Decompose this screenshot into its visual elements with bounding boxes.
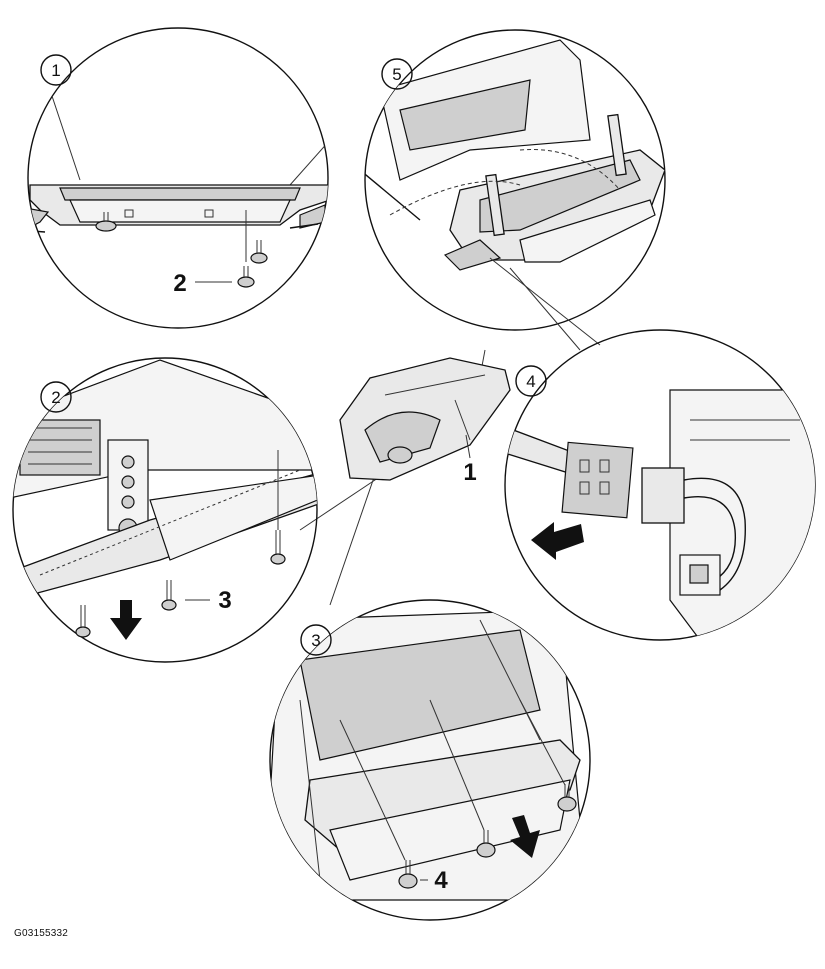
screw-icon — [75, 605, 91, 638]
screw-icon — [476, 830, 496, 858]
leader-line — [489, 257, 601, 346]
leader-line — [329, 459, 381, 606]
callout-label: 4 — [434, 867, 448, 894]
screw-icon — [557, 784, 577, 812]
step-number: 5 — [392, 65, 401, 84]
step-badge-5 — [381, 58, 413, 90]
step-badge-2 — [40, 381, 72, 413]
detail-circle-2: 2 3 — [12, 357, 318, 663]
detail-circle-1: 1 2 — [27, 27, 329, 329]
step-number: 1 — [51, 61, 60, 80]
step-badge-3 — [300, 624, 332, 656]
screw-icon — [95, 212, 117, 232]
figure-id: G03155332 — [14, 928, 69, 939]
leader-line — [509, 267, 581, 351]
detail-circle-4: 4 — [504, 329, 816, 641]
screw-icon — [161, 580, 177, 611]
detail-circle-5: 5 — [364, 29, 666, 331]
callout-label: 3 — [218, 587, 231, 614]
step-badge-4 — [515, 365, 547, 397]
step-number: 2 — [51, 388, 60, 407]
left-arrow-icon — [531, 522, 584, 560]
callout-label: 2 — [173, 270, 186, 297]
screw-icon — [237, 266, 255, 288]
screw-icon — [270, 530, 286, 565]
step-number: 4 — [526, 372, 535, 391]
step-number: 3 — [311, 631, 320, 650]
screw-icon — [250, 240, 268, 264]
step-badge-1 — [40, 54, 72, 86]
down-arrow-icon — [510, 815, 540, 858]
down-arrow-icon — [110, 600, 142, 640]
screw-icon — [398, 860, 418, 889]
detail-circle-3: 3 4 — [269, 599, 591, 921]
dashboard-overview: 1 — [339, 357, 511, 486]
callout-label: 1 — [463, 459, 476, 486]
